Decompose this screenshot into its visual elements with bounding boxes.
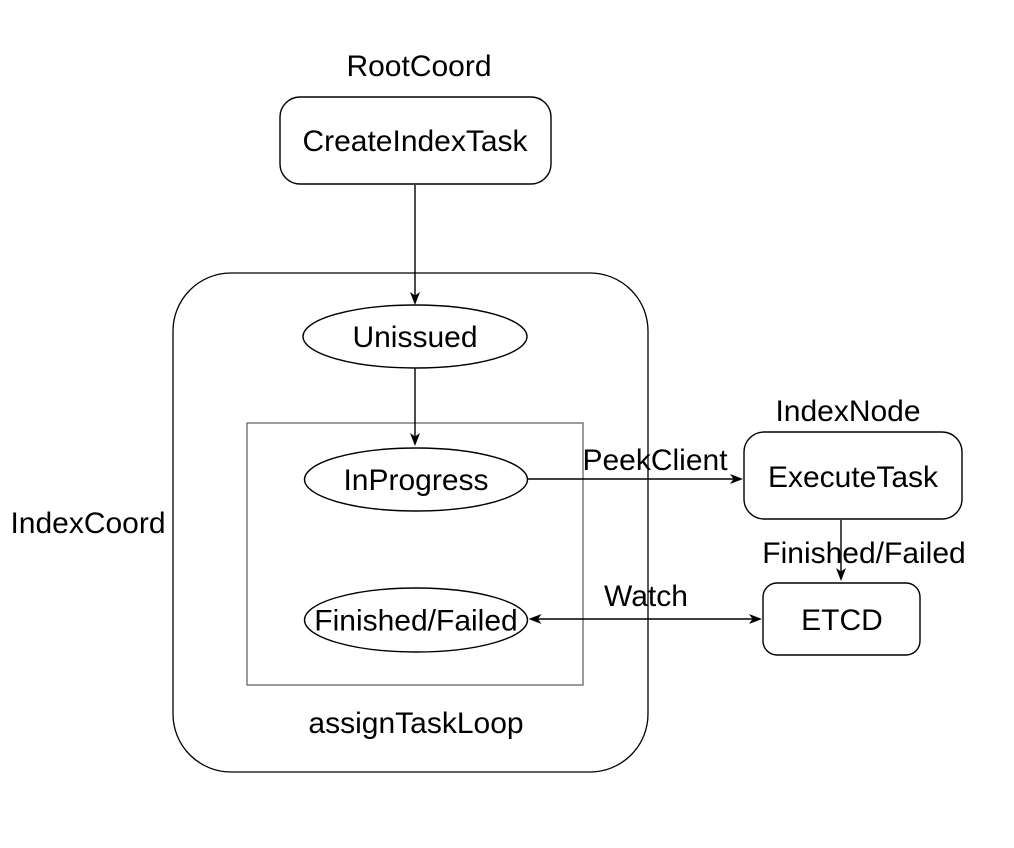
edge-unissued-to-inprogress — [410, 368, 420, 446]
arrow-right-icon — [749, 614, 762, 624]
node-unissued: Unissued — [302, 304, 528, 369]
create-index-task-box — [279, 96, 552, 185]
execute-task-box — [743, 431, 963, 520]
edge-finished-failed: Finished/Failed — [762, 520, 966, 581]
assign-task-loop-label: assignTaskLoop — [308, 707, 523, 740]
index-node-group-label: IndexNode — [775, 395, 920, 428]
watch-edge-label: Watch — [604, 580, 688, 613]
node-finished-failed: Finished/Failed — [303, 587, 529, 653]
edge-create-to-unissued — [410, 185, 420, 305]
in-progress-label: InProgress — [343, 464, 488, 497]
unissued-label: Unissued — [352, 321, 477, 354]
finished-failed-edge-label: Finished/Failed — [762, 537, 965, 570]
edge-peek-client: PeekClient — [528, 444, 743, 484]
index-coord-container — [172, 272, 649, 773]
index-coord-group-label: IndexCoord — [10, 507, 165, 540]
arrow-left-icon — [528, 614, 542, 624]
in-progress-ellipse — [303, 447, 529, 512]
arrow-down-icon — [836, 568, 846, 581]
create-index-task-label: CreateIndexTask — [302, 125, 528, 158]
node-execute-task: ExecuteTask — [743, 431, 963, 520]
finished-failed-state-label: Finished/Failed — [314, 605, 517, 638]
unissued-ellipse — [302, 304, 528, 369]
etcd-box — [762, 582, 921, 656]
edge-watch: Watch — [528, 580, 762, 624]
arrow-right-icon — [730, 474, 743, 484]
etcd-label: ETCD — [801, 604, 883, 637]
node-in-progress: InProgress — [303, 447, 529, 512]
root-coord-group-label: RootCoord — [346, 50, 491, 83]
node-create-index-task: CreateIndexTask — [279, 96, 552, 185]
peek-client-edge-label: PeekClient — [582, 444, 728, 477]
execute-task-label: ExecuteTask — [768, 461, 939, 494]
arrow-down-icon — [410, 433, 420, 446]
arrow-down-icon — [410, 292, 420, 305]
finished-failed-ellipse — [303, 587, 529, 653]
node-etcd: ETCD — [762, 582, 921, 656]
